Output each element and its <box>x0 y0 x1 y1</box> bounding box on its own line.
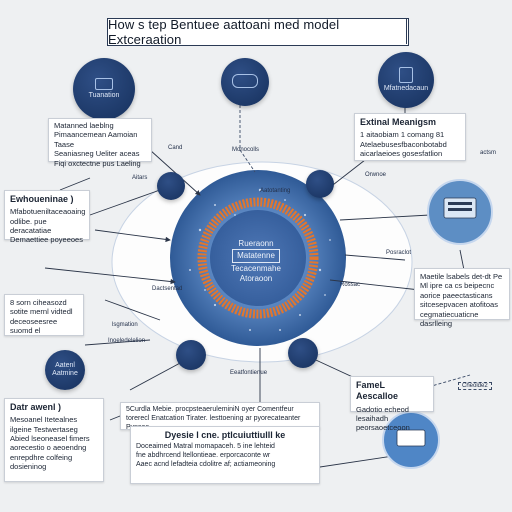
card-bottom-heading: Dyesie l cne. ptlcuiuttiulll ke <box>164 430 286 440</box>
node-mfatnedacaun-label: Mfatnedacaun <box>383 85 429 93</box>
label-posraclot: Posraclot <box>386 250 412 256</box>
core-orange-ring <box>197 197 319 319</box>
card-left-mid-line-3: deceoseesree suomd el <box>10 316 58 336</box>
label-cand: Cand <box>168 145 183 151</box>
card-bottom-center-line-1: 5Curdla Mebie. procpsteaeruleminiN oyer … <box>126 406 294 413</box>
server-slot-2 <box>448 208 472 211</box>
label-monocolls: Monocolls <box>232 147 260 153</box>
document-icon <box>399 67 413 84</box>
card-left-mid: 8 sorn ciheasozd sotite mernl vidtedl de… <box>4 294 84 336</box>
node-mfatnedacaun[interactable]: Mfatnedacaun <box>378 52 434 108</box>
card-top-right-heading: Extinal Meanigsm <box>360 117 437 127</box>
card-left-heading: Ewhoueninae ) <box>10 194 74 204</box>
label-actsm: actsm <box>480 150 497 156</box>
core-speckles <box>189 188 331 331</box>
card-bottom-left: Datr awenl ) Mesoanel Itetealnes ilgeine… <box>4 398 104 482</box>
archive-device <box>396 429 426 447</box>
card-left-line-2: odlibe. pue deracatatiae <box>10 216 52 235</box>
card-bottom-line-1: Doceaimed Matral momapaceh. 5 ine lehtei… <box>136 443 275 451</box>
node-aatenl-sub: Aatmine <box>52 370 78 377</box>
card-top-right-line-2: Atelaebusesfbaconbotabd <box>360 139 447 149</box>
label-aitars: Aitars <box>132 175 148 181</box>
core-label: Rueraonn Matatenne Tecacenmahe Atoraoon <box>206 236 306 286</box>
node-small-lower-right[interactable] <box>288 338 318 368</box>
card-bottom-left-line-1: Mesoanel Itetealnes <box>10 415 78 425</box>
label-orwnoe: Orwnoe <box>365 172 387 178</box>
card-right-bottom: FameL Aescalloe Gadotio echeod lesaihadh… <box>350 376 434 432</box>
core-line-4: Atoraoon <box>239 273 273 283</box>
node-top-center[interactable] <box>221 58 269 106</box>
card-right-bottom-heading: FameL Aescalloe <box>356 380 399 402</box>
card-bottom-left-line-6: dosieninog <box>10 462 47 472</box>
card-top-left-line-3: Seaniasneg Ueliter aceas <box>54 149 140 159</box>
server-slot <box>448 202 472 205</box>
halo-outline <box>111 161 413 363</box>
card-bottom-line-2: fne abdhrcend ltellontieae. erporcaconte… <box>136 452 271 459</box>
card-right-bottom-line-2: peorsaoetceoon <box>356 423 410 433</box>
label-cheolde2: Cheolde2 <box>458 382 492 390</box>
card-right-line-5: cegmatiecuaticne dasrlleing <box>420 309 479 328</box>
label-lsgmation: lsgmation <box>112 322 138 328</box>
laptop-icon <box>95 78 113 91</box>
card-left-line-3: Demaettiee poyeeoes <box>10 235 83 245</box>
card-right-line-4: sitcesepvacen atofitoas <box>420 300 498 310</box>
card-top-left-line-2: Pimaancemean Aamoian Taase <box>54 130 138 149</box>
core-line-1: Rueraonn <box>238 238 274 248</box>
card-right-bottom-line-1: Gadotio echeod lesaihadh <box>356 404 409 423</box>
card-left-line-1: Mfabotueniltaceaoaing <box>10 207 86 217</box>
card-left: Ewhoueninae ) Mfabotueniltaceaoaing odli… <box>4 190 90 244</box>
card-bottom-left-line-2: ilgeine Testwertaseg <box>10 424 78 434</box>
card-right-line-3: aorice paeectasticans <box>420 290 493 300</box>
card-top-right-line-1: 1 aitaobiam 1 comang 81 <box>360 130 445 140</box>
card-bottom: Dyesie l cne. ptlcuiuttiulll ke Doceaime… <box>130 426 320 484</box>
node-tuanation[interactable]: Tuanation <box>73 58 135 120</box>
node-aatenl-label: Aatenl <box>55 362 75 370</box>
label-dactsentad: Dactsentad <box>152 286 183 292</box>
node-small-lower-left[interactable] <box>176 340 206 370</box>
card-right-line-1: Maetile lsabels det-dt Pe <box>420 272 503 281</box>
card-bottom-center: 5Curdla Mebie. procpsteaeruleminiN oyer … <box>120 402 320 431</box>
card-top-left: Matanned laeblng Pimaancemean Aamoian Ta… <box>48 118 152 168</box>
label-aatotanting: Aatotanting <box>260 188 291 194</box>
card-top-right: Extinal Meanigsm 1 aitaobiam 1 comang 81… <box>354 113 466 161</box>
node-aatenl[interactable]: Aatenl Aatmine <box>45 350 85 390</box>
diagram-title: How s tep Bentuee aattoani med model Ext… <box>107 17 409 47</box>
title-left-tick <box>107 18 108 44</box>
card-left-mid-line-1: 8 sorn ciheasozd <box>10 298 67 307</box>
card-right: Maetile lsabels det-dt Pe Ml ipre ca cs … <box>414 268 510 328</box>
core-line-2: Matatenne <box>232 249 280 263</box>
node-small-upper-right[interactable] <box>306 170 334 198</box>
title-right-tick <box>406 18 407 44</box>
card-right-line-2: Ml ipre ca cs beipecnc <box>420 281 495 291</box>
card-bottom-left-line-3: Abied lseoneasel fimers <box>10 434 90 443</box>
card-top-right-line-3: aicarlaeioes gosesfatlion <box>360 149 443 158</box>
card-top-left-line-4: Fiqi oxctectne pus Laeling <box>54 158 141 168</box>
card-top-left-line-1: Matanned laeblng <box>54 121 114 130</box>
node-tuanation-label: Tuanation <box>88 92 120 100</box>
label-rossac: Rossac <box>340 282 361 288</box>
card-bottom-left-heading: Datr awenl ) <box>10 402 62 412</box>
core-line-3: Tecacenmahe <box>231 264 281 273</box>
node-small-upper-left[interactable] <box>157 172 185 200</box>
label-eeatfontienue: Eeatfontienue <box>230 370 268 376</box>
card-left-mid-line-2: sotite mernl vidtedl <box>10 307 73 317</box>
display-icon <box>232 74 258 88</box>
core-inner-disc <box>210 210 306 306</box>
card-bottom-left-line-4: aorecestio o aeoendng <box>10 443 87 453</box>
card-bottom-line-3: Aaec acnd lefadteia cdolitre af; actiame… <box>136 460 276 468</box>
card-bottom-left-line-5: enrepdhre colfeing <box>10 452 73 462</box>
label-inoeledelelion: Inoeledelelion <box>108 338 146 344</box>
